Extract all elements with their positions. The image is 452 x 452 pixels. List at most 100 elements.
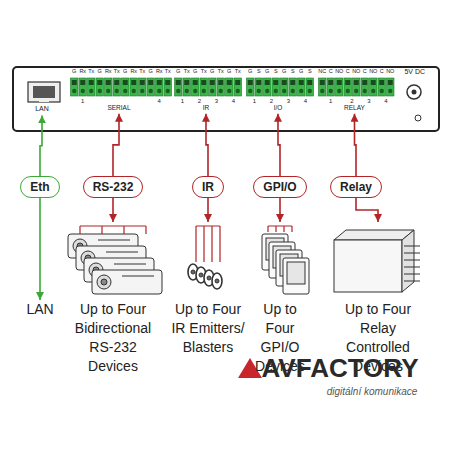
terminal-hole	[290, 80, 295, 85]
terminal	[353, 78, 361, 96]
terminal-screw	[115, 89, 119, 93]
terminal-body	[226, 78, 234, 96]
terminal-screw	[219, 89, 223, 93]
terminal-body	[217, 78, 225, 96]
terminal-body	[272, 78, 280, 96]
connector-arrow	[279, 198, 281, 222]
terminal-hole	[184, 80, 189, 85]
pin-name: G	[265, 69, 269, 75]
pin-name: Tx	[88, 69, 94, 75]
port-number: 3	[367, 98, 370, 104]
terminal-screw	[149, 89, 153, 93]
connector-arrow	[112, 198, 114, 222]
terminal-hole	[256, 80, 261, 85]
device-caption: Up to Four Bidirectional RS-232 Devices	[65, 222, 161, 376]
pin-name: Tx	[139, 69, 145, 75]
terminal-screw	[132, 89, 136, 93]
terminal-hole	[307, 80, 312, 85]
watermark: AVFACTORY	[262, 355, 419, 381]
terminal-hole	[320, 80, 325, 85]
terminal-screw	[337, 89, 341, 93]
terminal	[113, 78, 121, 96]
terminal-body	[264, 78, 272, 96]
terminal-hole	[218, 80, 223, 85]
terminal	[370, 78, 378, 96]
terminal-body	[289, 78, 297, 96]
terminal-body	[361, 78, 369, 96]
pin-name: Rx	[130, 69, 137, 75]
signal-pill: GPI/O	[253, 176, 306, 198]
terminal-screw	[274, 89, 278, 93]
terminal-body	[88, 78, 96, 96]
terminal-screw	[227, 89, 231, 93]
terminal-body	[327, 78, 335, 96]
io-block: I/O	[244, 78, 312, 114]
node-text: RS-232	[93, 180, 134, 194]
power-jack	[407, 85, 421, 99]
terminal	[319, 78, 327, 96]
terminal-hole	[273, 80, 278, 85]
connector-arrow	[40, 115, 42, 176]
terminal-body	[319, 78, 327, 96]
pin-name: C	[363, 69, 367, 75]
port-number: 3	[215, 98, 218, 104]
terminal-screw	[210, 89, 214, 93]
terminal-hole	[201, 80, 206, 85]
pin-name: NO	[352, 69, 360, 75]
lan-port-socket	[33, 86, 55, 98]
terminal-hole	[235, 80, 240, 85]
terminal-hole	[157, 80, 162, 85]
terminal-body	[175, 78, 183, 96]
terminal-hole	[248, 80, 253, 85]
devices	[68, 230, 420, 294]
pin-name: NO	[386, 69, 394, 75]
port-number: 4	[384, 98, 387, 104]
terminal-hole	[210, 80, 215, 85]
terminal-hole	[354, 80, 359, 85]
pin-name: Tx	[165, 69, 171, 75]
terminal	[105, 78, 113, 96]
terminal-screw	[265, 89, 269, 93]
terminal	[88, 78, 96, 96]
terminal	[255, 78, 263, 96]
terminal-hole	[140, 80, 145, 85]
terminal	[378, 78, 386, 96]
terminal-screw	[72, 89, 76, 93]
terminal-screw	[371, 89, 375, 93]
terminal-body	[209, 78, 217, 96]
connector-arrow	[113, 114, 119, 176]
projector	[92, 270, 162, 294]
pin-name: Tx	[184, 69, 190, 75]
terminal-body	[344, 78, 352, 96]
pin-name: S	[308, 69, 312, 75]
pin-name: G	[98, 69, 102, 75]
pin-name: Rx	[79, 69, 86, 75]
connector-arrow	[206, 114, 208, 176]
connector-arrow	[39, 198, 41, 300]
terminal	[164, 78, 172, 96]
port-number: 4	[158, 98, 161, 104]
terminal-body	[156, 78, 164, 96]
port-number: 2	[270, 98, 273, 104]
port-number: 1	[181, 98, 184, 104]
terminal-screw	[282, 89, 286, 93]
ir-block: IR	[172, 78, 240, 114]
terminal-body	[96, 78, 104, 96]
terminal-body	[255, 78, 263, 96]
port-number: 4	[304, 98, 307, 104]
terminal-screw	[236, 89, 240, 93]
terminal	[183, 78, 191, 96]
terminal-body	[387, 78, 395, 96]
terminal	[139, 78, 147, 96]
gpio-device	[283, 258, 309, 294]
terminal-screw	[185, 89, 189, 93]
pin-name: NO	[369, 69, 377, 75]
terminal-body	[200, 78, 208, 96]
fanout-bracket	[196, 226, 220, 262]
terminal	[234, 78, 242, 96]
terminal	[209, 78, 217, 96]
terminal-screw	[157, 89, 161, 93]
terminal	[96, 78, 104, 96]
